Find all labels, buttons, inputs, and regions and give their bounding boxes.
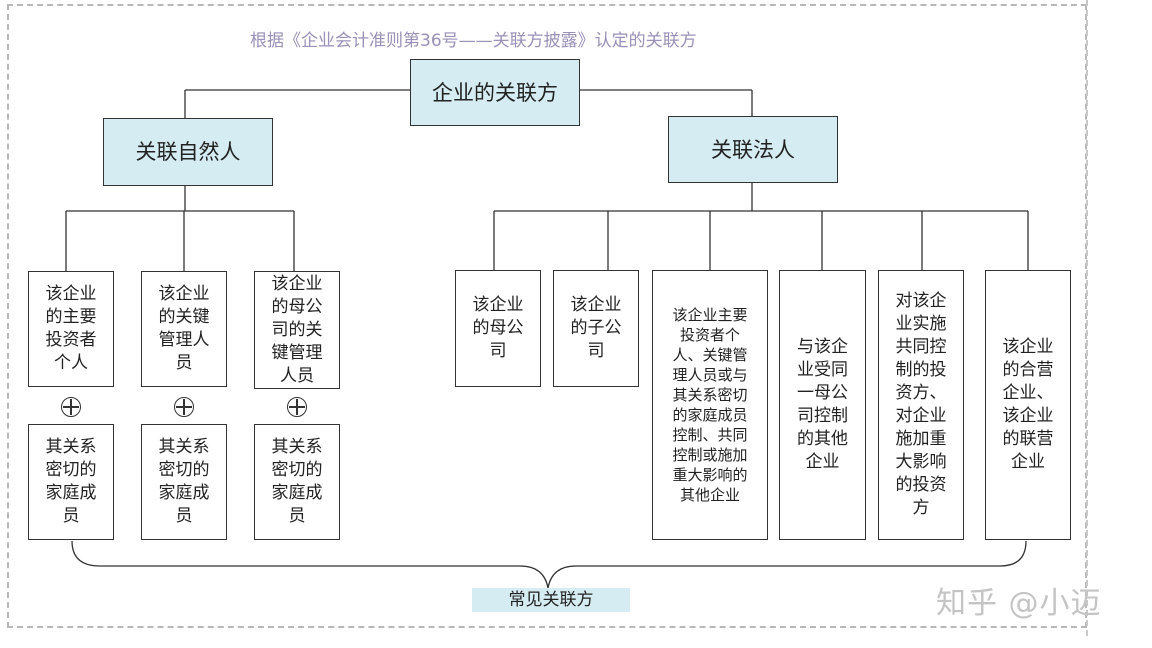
natural-person-item: 该企业 的关键 管理人 员: [141, 271, 227, 387]
root-label: 企业的关联方: [432, 80, 558, 105]
legal-person-item-label: 该企业 的子公 司: [570, 295, 622, 361]
dashed-frame-right: [1086, 0, 1088, 636]
legal-person-item-label: 对该企 业实施 共同控 制的投 资方、 对企业 施加重 大影响 的投资 方: [895, 291, 947, 518]
plus-circle-icon: [61, 397, 81, 417]
natural-person-item: 该企业 的母公 司的关 键管理 人员: [254, 271, 340, 389]
legal-person-item-label: 该企业 的母公 司: [472, 295, 524, 361]
family-member-node: 其关系 密切的 家庭成 员: [28, 424, 114, 540]
natural-person-item: 该企业 的主要 投资者 个人: [28, 271, 114, 387]
legal-person-item-label: 与该企 业受同 一母公 司控制 的其他 企业: [797, 337, 848, 472]
legal-person-label: 关联法人: [711, 137, 795, 162]
zhihu-watermark: 知乎 @小迈: [936, 586, 1102, 621]
plus-circle-icon: [174, 397, 194, 417]
common-related-parties-label: 常见关联方: [472, 588, 630, 612]
natural-person-item-label: 该企业 的母公 司的关 键管理 人员: [271, 273, 323, 386]
legal-person-node: 关联法人: [668, 116, 838, 183]
plus-circle-icon: [287, 397, 307, 417]
family-member-node: 其关系 密切的 家庭成 员: [254, 424, 340, 540]
legal-person-item: 该企业 的母公 司: [455, 270, 541, 387]
legal-person-item: 该企业 的子公 司: [553, 270, 639, 387]
diagram-caption: 根据《企业会计准则第36号——关联方披露》认定的关联方: [250, 31, 697, 51]
legal-person-item: 该企业 的合营 企业、 该企业 的联营 企业: [985, 270, 1071, 540]
family-member-node: 其关系 密切的 家庭成 员: [141, 424, 227, 540]
legal-person-item-label: 该企业 的合营 企业、 该企业 的联营 企业: [1002, 337, 1054, 472]
natural-person-item-label: 该企业 的主要 投资者 个人: [45, 284, 97, 373]
natural-person-label: 关联自然人: [135, 140, 241, 164]
family-member-label: 其关系 密切的 家庭成 员: [271, 437, 323, 526]
family-member-label: 其关系 密切的 家庭成 员: [158, 437, 210, 526]
family-member-label: 其关系 密切的 家庭成 员: [45, 437, 97, 526]
natural-person-item-label: 该企业 的关键 管理人 员: [158, 284, 210, 373]
legal-person-item: 该企业主要 投资者个 人、关键管 理人员或与 其关系密切 的家庭成员 控制、共同…: [652, 270, 768, 540]
legal-person-item: 与该企 业受同 一母公 司控制 的其他 企业: [779, 270, 866, 540]
legal-person-item: 对该企 业实施 共同控 制的投 资方、 对企业 施加重 大影响 的投资 方: [878, 270, 964, 540]
root-node: 企业的关联方: [410, 59, 580, 126]
natural-person-node: 关联自然人: [103, 118, 273, 186]
legal-person-item-label: 该企业主要 投资者个 人、关键管 理人员或与 其关系密切 的家庭成员 控制、共同…: [672, 306, 748, 504]
